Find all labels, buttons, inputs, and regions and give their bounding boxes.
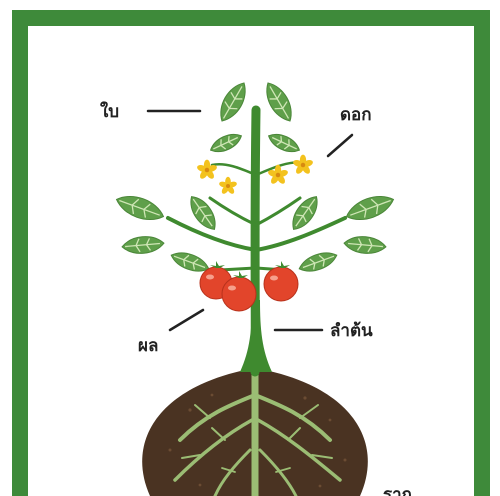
leaf (121, 235, 164, 255)
leaf (260, 78, 298, 125)
flower (196, 160, 218, 181)
leaf (113, 190, 167, 225)
fruit-pointer-line (170, 310, 203, 330)
tomato-fruit (222, 277, 256, 311)
stem-base (240, 300, 272, 372)
flower-pointer-line (328, 135, 352, 156)
stem-label: ลำต้น (330, 321, 373, 341)
fruit-label: ผล (138, 336, 158, 356)
root-label: ราก (383, 485, 412, 496)
leaf (266, 130, 303, 157)
flower (218, 177, 237, 195)
leaf (297, 248, 340, 276)
flower (292, 155, 314, 176)
leaf-label: ใบ (100, 101, 119, 122)
leaf (208, 130, 245, 157)
leaf (214, 78, 252, 125)
leaf (287, 192, 323, 234)
flower-label: ดอก (340, 105, 372, 125)
tomato-fruit (264, 267, 298, 301)
leaf (343, 235, 386, 255)
leaf (343, 190, 397, 225)
